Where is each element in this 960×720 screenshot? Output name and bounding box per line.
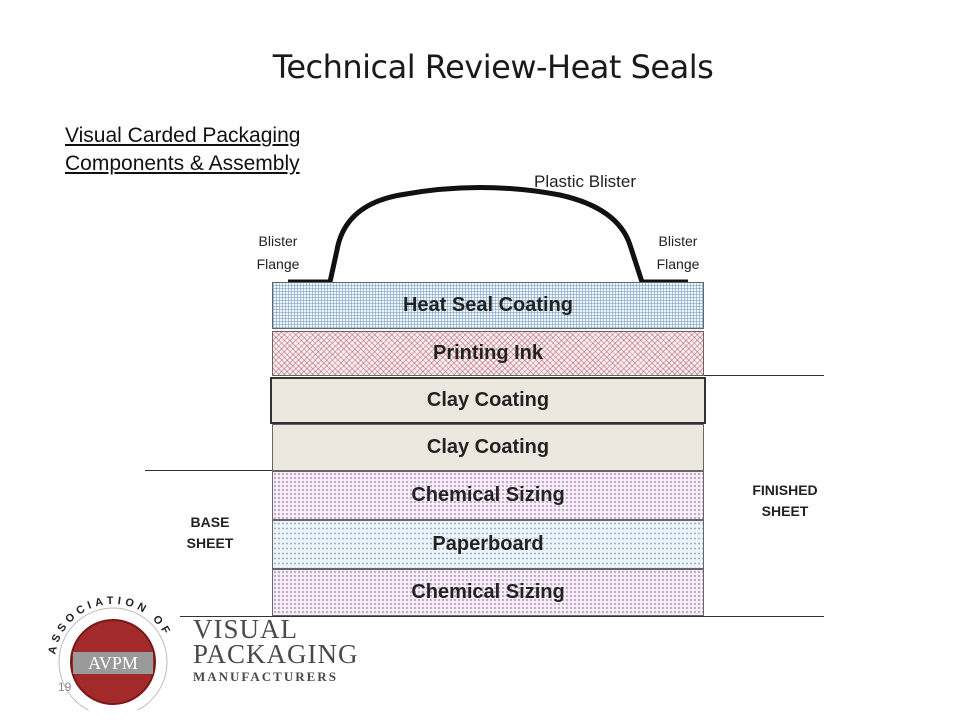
layer-label: Clay Coating bbox=[426, 436, 550, 458]
layer-label: Chemical Sizing bbox=[411, 581, 565, 603]
diagram-subtitle: Visual Carded Packaging Components & Ass… bbox=[65, 122, 300, 178]
wordmark-visual: VISUAL bbox=[193, 614, 298, 644]
layer-paperboard: Paperboard bbox=[272, 520, 704, 569]
base-sheet-label: BASE SHEET bbox=[155, 512, 265, 554]
layer-label: Paperboard bbox=[432, 533, 544, 555]
avpm-wordmark: VISUAL PACKAGING MANUFACTURERS bbox=[193, 614, 359, 685]
subtitle-line-2: Components & Assembly bbox=[65, 152, 300, 175]
slide-number: 19 bbox=[58, 680, 72, 694]
layer-label: Chemical Sizing bbox=[411, 484, 565, 506]
layer-label: Clay Coating bbox=[426, 389, 550, 411]
base-sheet-top-line bbox=[145, 470, 272, 471]
finished-sheet-line-1: FINISHED bbox=[752, 482, 818, 498]
plastic-blister-label: Plastic Blister bbox=[533, 172, 637, 191]
layer-label: Printing Ink bbox=[433, 342, 543, 364]
layer-chemical-sizing-bottom: Chemical Sizing bbox=[272, 569, 704, 616]
flange-left-line-2: Flange bbox=[256, 256, 300, 272]
slide-title: Technical Review-Heat Seals bbox=[272, 48, 714, 86]
base-sheet-line-2: SHEET bbox=[186, 535, 234, 551]
seal-monogram: AVPM bbox=[88, 653, 138, 673]
layer-label: Heat Seal Coating bbox=[402, 294, 574, 316]
seal-band bbox=[73, 652, 153, 674]
layer-clay-coating-bottom: Clay Coating bbox=[272, 424, 704, 471]
wordmark-packaging: PACKAGING bbox=[193, 639, 359, 669]
blister-dome bbox=[327, 185, 645, 285]
subtitle-line-1: Visual Carded Packaging bbox=[65, 124, 301, 147]
layer-clay-coating-top: Clay Coating bbox=[270, 377, 706, 424]
wordmark-manufacturers: MANUFACTURERS bbox=[193, 669, 338, 684]
finished-sheet-line-2: SHEET bbox=[761, 503, 809, 519]
finished-sheet-label: FINISHED SHEET bbox=[730, 480, 840, 522]
blister-flange-right-label: Blister Flange bbox=[633, 230, 723, 276]
finished-sheet-top-line bbox=[704, 375, 824, 376]
blister-flange-left-label: Blister Flange bbox=[233, 230, 323, 276]
layer-printing-ink: Printing Ink bbox=[272, 331, 704, 376]
flange-right-line-1: Blister bbox=[658, 233, 698, 249]
layer-chemical-sizing-top: Chemical Sizing bbox=[272, 471, 704, 520]
base-sheet-line-1: BASE bbox=[190, 514, 230, 530]
flange-right-line-2: Flange bbox=[656, 256, 700, 272]
avpm-logo-seal: ASSOCIATION OF AVPM bbox=[46, 595, 170, 710]
sheet-bottom-line bbox=[180, 616, 824, 617]
layer-heat-seal-coating: Heat Seal Coating bbox=[272, 282, 704, 329]
flange-left-line-1: Blister bbox=[258, 233, 298, 249]
